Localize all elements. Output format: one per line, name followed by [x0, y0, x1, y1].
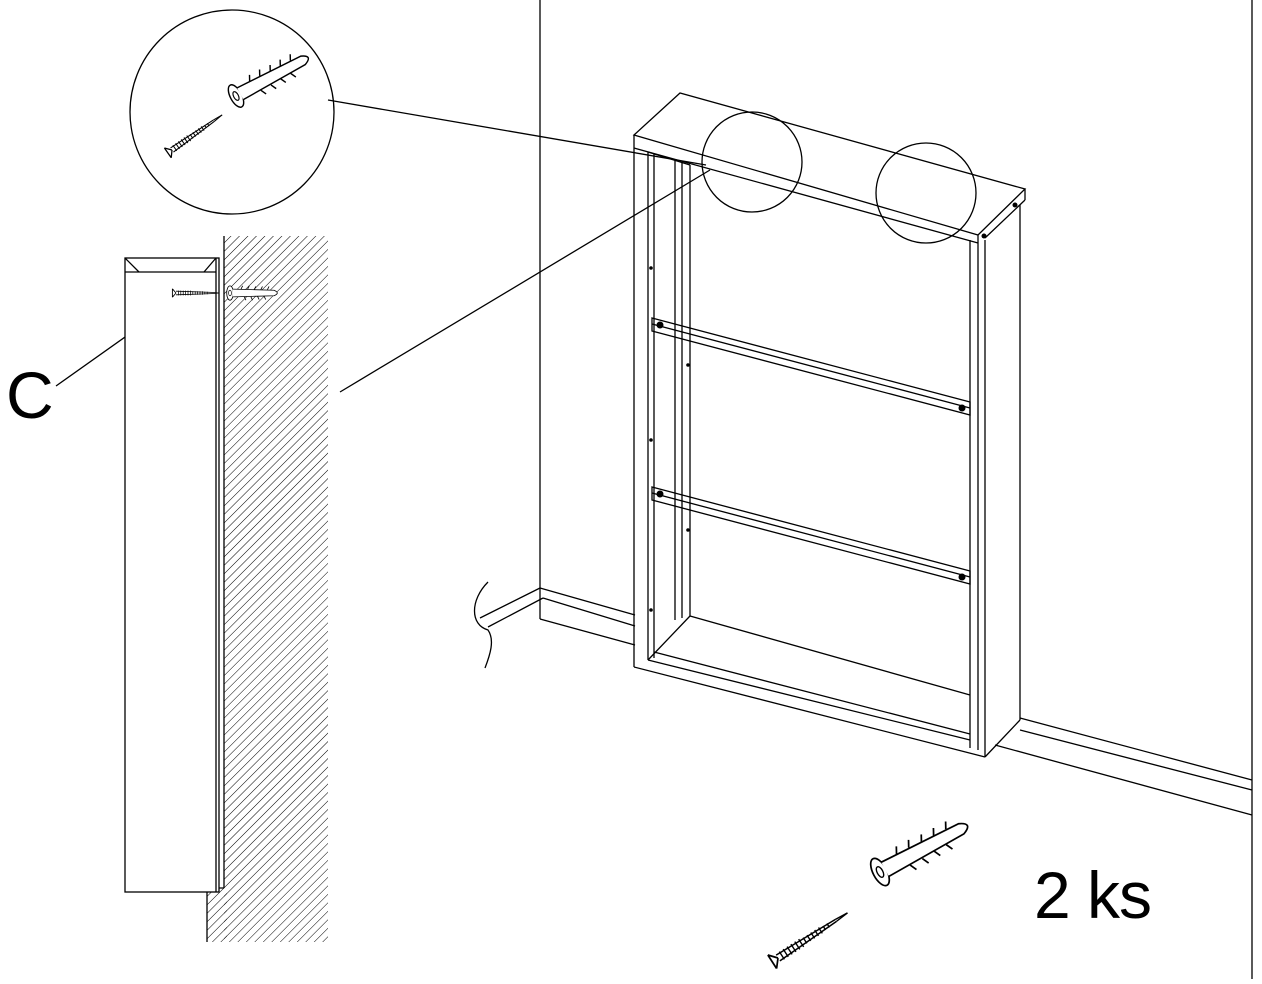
quantity-label: 2 ks [1034, 858, 1152, 932]
cabinet-side-section [124, 257, 278, 893]
hardware-set [766, 811, 976, 970]
wall-plug-icon [866, 811, 976, 890]
wall-section [206, 236, 328, 942]
rail-bolts [649, 202, 1018, 612]
screw-icon [766, 905, 853, 970]
cabinet [632, 92, 1027, 758]
room-walls [474, 0, 1253, 979]
detail-circle [129, 9, 335, 215]
part-letter-label: C [6, 358, 54, 432]
